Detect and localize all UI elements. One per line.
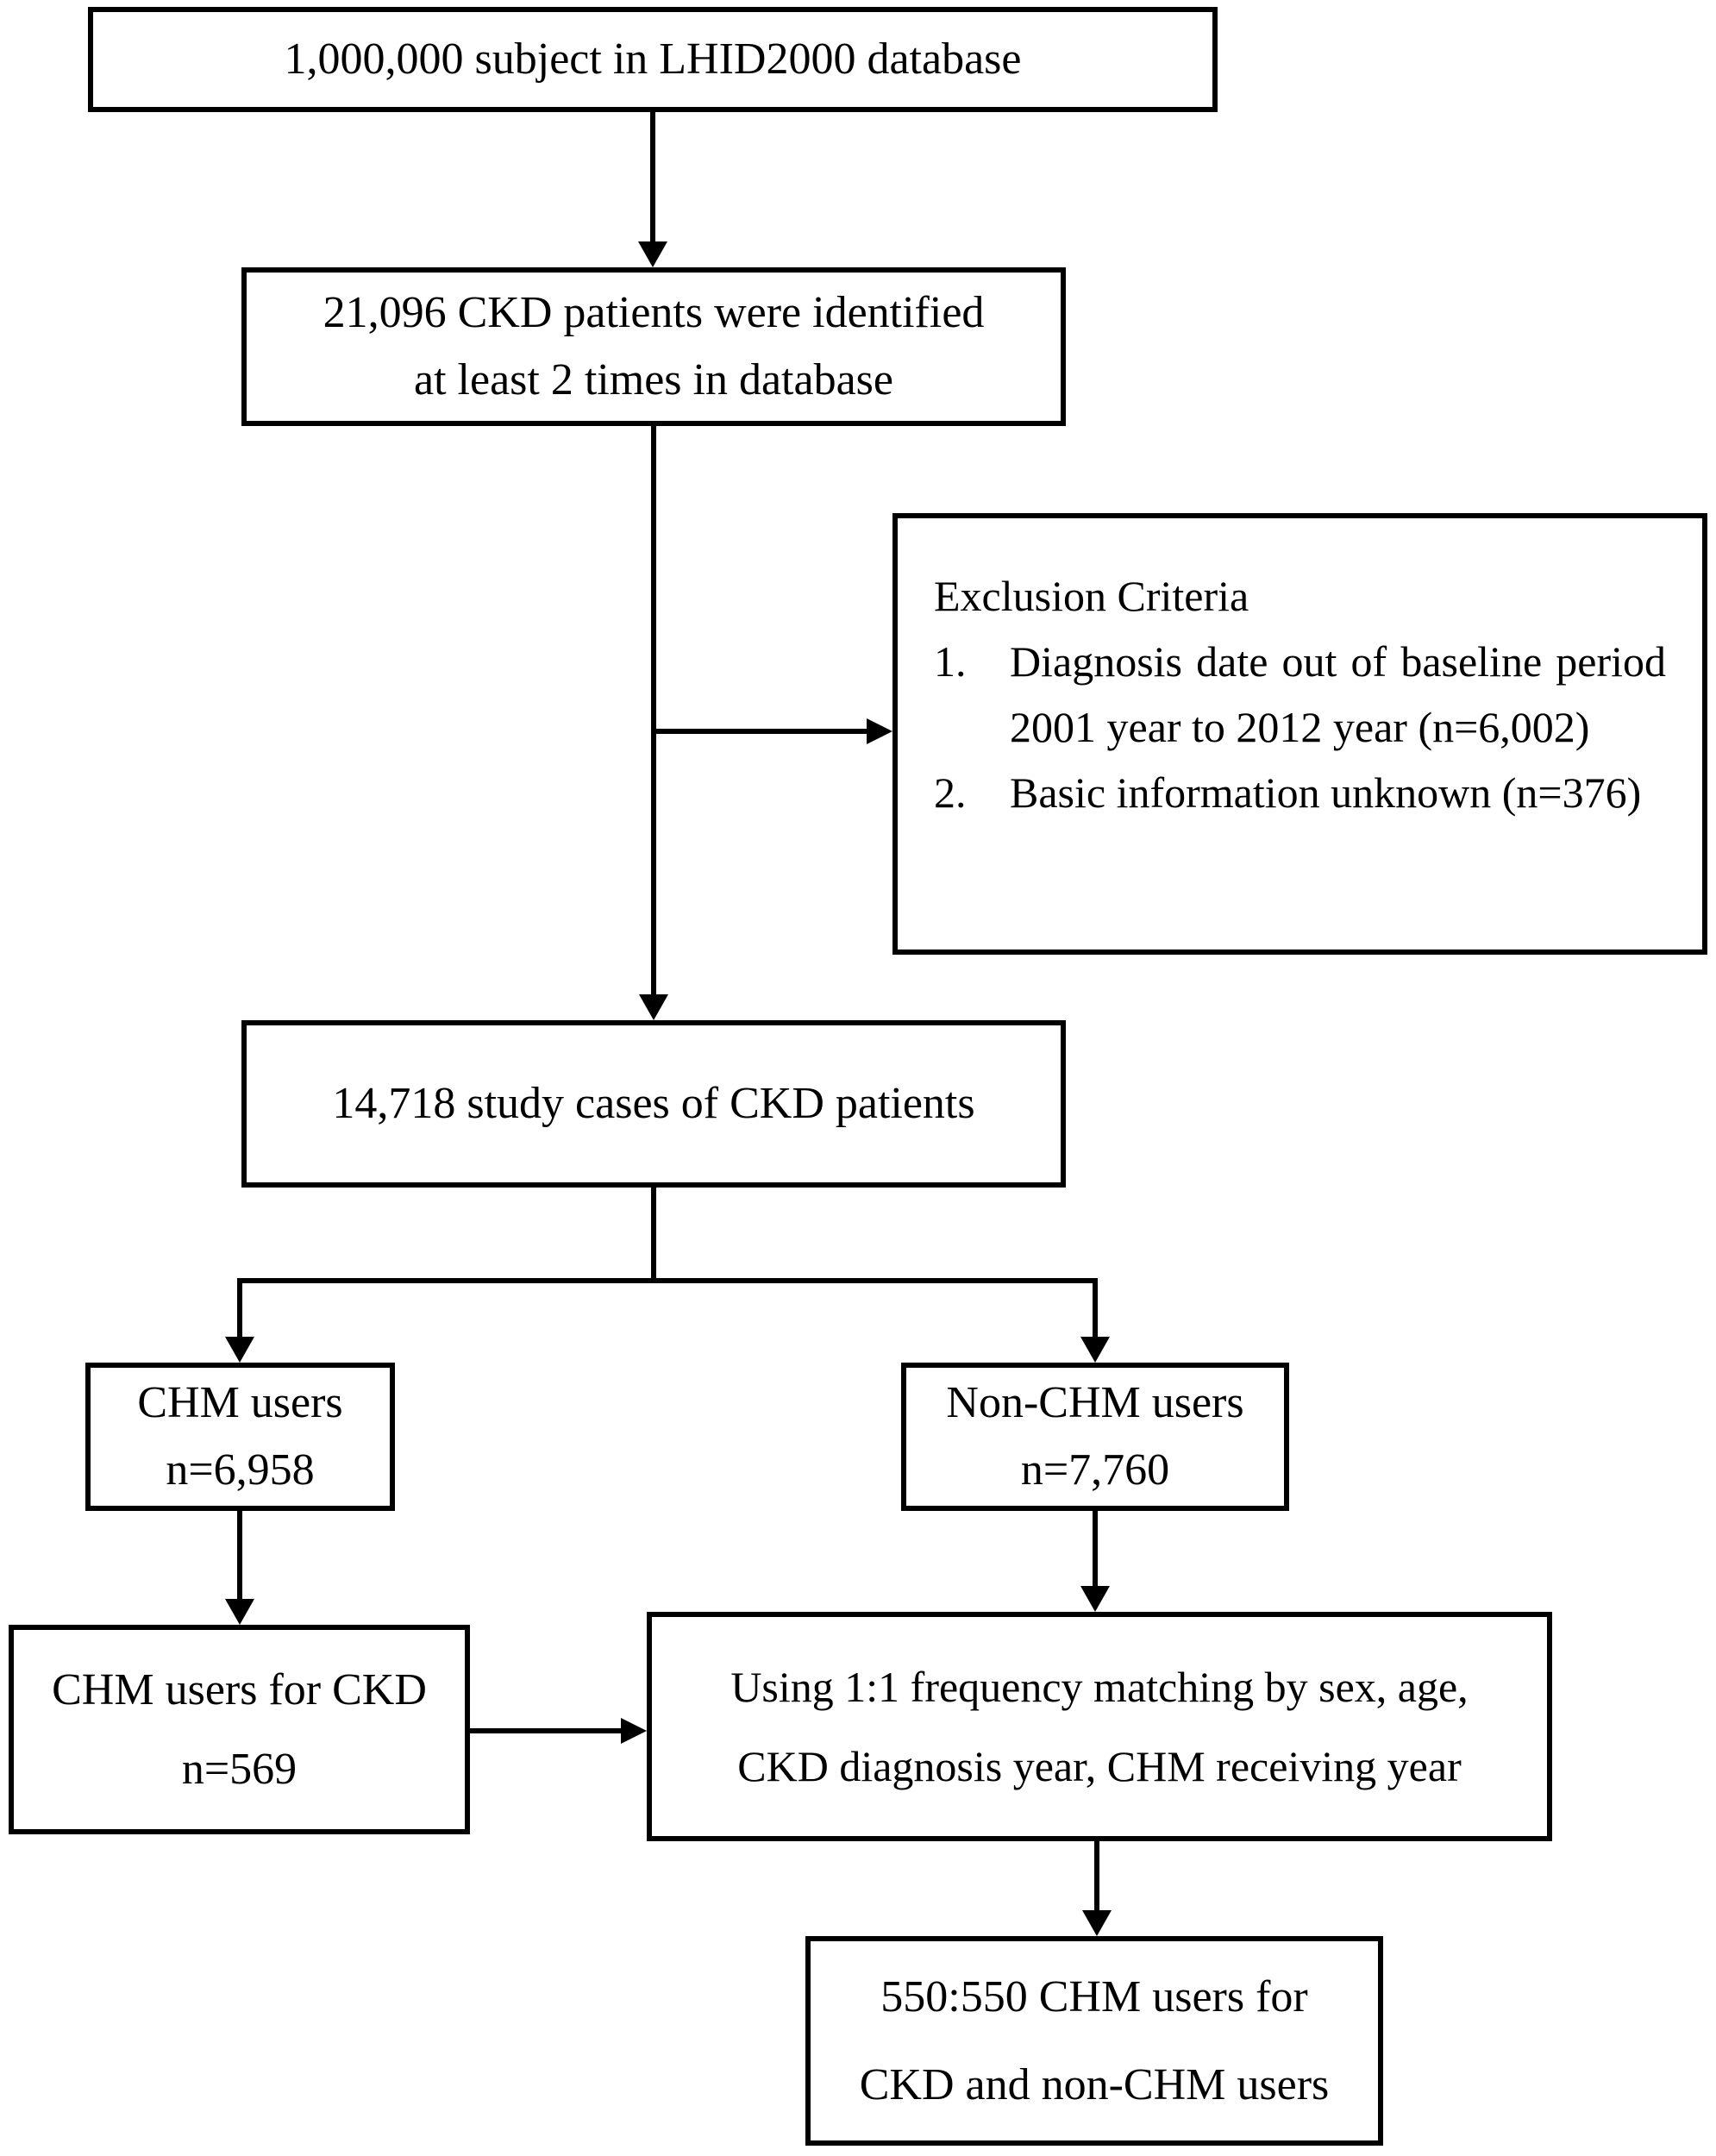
node-non-chm-users-text-line1: Non-CHM users [946,1378,1244,1427]
exclusion-item-2-text: Basic information unknown (n=376) [1010,768,1642,817]
exclusion-title: Exclusion Criteria [934,572,1249,620]
split-left-arrowhead-icon [225,1337,254,1363]
connector-exclusion-line [653,729,868,734]
node-exclusion-box: Exclusion Criteria 1. Diagnosis date out… [892,513,1707,955]
exclusion-item-2-number: 2. [934,768,967,817]
node-non-chm-users-text-line2: n=7,760 [1020,1445,1170,1495]
node-study-cases-text: 14,718 study cases of CKD patients [332,1079,975,1128]
exclusion-item-1-text: Diagnosis date out of baseline period 20… [1010,637,1666,751]
node-chm-users-for-ckd-box: CHM users for CKD n=569 [9,1625,470,1834]
split-right-arrowhead-icon [1080,1337,1110,1363]
node-chm-users-for-ckd-text-line1: CHM users for CKD [52,1664,427,1714]
connector-identified-study-line [651,426,656,994]
connector-database-identified-arrowhead-icon [638,241,667,267]
node-identified-text-line1: 21,096 CKD patients were identified [323,288,985,337]
node-matching-box: Using 1:1 frequency matching by sex, age… [647,1612,1552,1841]
node-non-chm-users-box: Non-CHM users n=7,760 [901,1363,1289,1511]
node-study-cases-box: 14,718 study cases of CKD patients [241,1020,1066,1188]
connector-chmckd-matching-line [470,1728,621,1733]
connector-chm-chmckd-arrowhead-icon [225,1599,254,1625]
node-matching-text-line2: CKD diagnosis year, CHM receiving year [737,1742,1462,1790]
node-final-cohort-text-line2: CKD and non-CHM users [859,2059,1330,2109]
node-database-box: 1,000,000 subject in LHID2000 database [88,7,1218,112]
node-identified-text-line2: at least 2 times in database [414,355,893,404]
split-right-drop-line [1093,1278,1098,1337]
node-chm-users-text-line2: n=6,958 [166,1445,315,1495]
node-database-text: 1,000,000 subject in LHID2000 database [284,34,1022,84]
node-chm-users-box: CHM users n=6,958 [85,1363,395,1511]
exclusion-item-1-number: 1. [934,637,967,686]
exclusion-item-1: 1. Diagnosis date out of baseline period… [934,629,1666,760]
node-chm-users-text-line1: CHM users [137,1378,343,1427]
exclusion-item-2: 2. Basic information unknown (n=376) [934,760,1666,825]
connector-identified-study-arrowhead-icon [639,994,668,1020]
node-matching-text-line1: Using 1:1 frequency matching by sex, age… [730,1663,1469,1711]
split-bar-line [237,1278,1098,1283]
connector-matching-final-arrowhead-icon [1082,1910,1112,1936]
split-stem-line [651,1188,656,1281]
connector-matching-final-line [1094,1841,1099,1910]
node-chm-users-for-ckd-text-line2: n=569 [181,1744,297,1794]
connector-exclusion-arrowhead-icon [867,718,892,744]
connector-database-identified-line [650,112,655,241]
connector-nonchm-matching-arrowhead-icon [1080,1586,1110,1612]
node-identified-box: 21,096 CKD patients were identified at l… [241,267,1066,426]
node-final-cohort-box: 550:550 CHM users for CKD and non-CHM us… [805,1936,1383,2146]
connector-chmckd-matching-arrowhead-icon [621,1718,647,1744]
connector-nonchm-matching-line [1093,1511,1098,1586]
node-final-cohort-text-line1: 550:550 CHM users for [880,1971,1308,2021]
split-left-drop-line [237,1278,242,1337]
connector-chm-chmckd-line [237,1511,242,1599]
